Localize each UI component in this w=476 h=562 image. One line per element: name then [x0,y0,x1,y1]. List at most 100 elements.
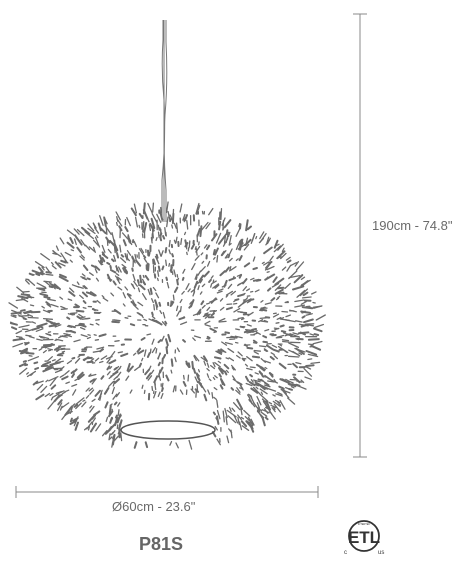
shade-spike [22,360,27,363]
shade-spike [223,363,230,370]
shade-spike [33,361,39,365]
shade-spike [114,414,122,424]
shade-spike [190,289,195,293]
shade-spike [179,305,182,313]
shade-spike [312,301,316,304]
shade-spike [116,216,119,222]
shade-spike [227,283,233,290]
shade-spike [89,422,97,433]
shade-spike [75,402,82,410]
shade-spike [99,254,104,264]
shade-spike [195,373,201,382]
shade-spike [82,356,90,361]
shade-spike [138,362,142,368]
shade-spike [207,389,211,395]
shade-spike [187,374,190,382]
shade-spike [10,315,17,319]
shade-spike [216,255,219,263]
shade-spike [206,306,211,312]
shade-spike [143,318,148,322]
shade-spike [268,401,273,405]
shade-spike [272,405,276,411]
shade-spike [260,366,266,371]
shade-spike [112,280,117,286]
shade-spike [159,227,163,235]
shade-spike [48,349,52,352]
shade-spike [255,235,258,240]
shade-spike [187,246,190,252]
shade-spike [129,323,136,327]
shade-spike [106,358,111,364]
shade-spike [281,266,287,271]
shade-spike [153,273,157,279]
shade-spike [120,352,129,357]
shade-spike [65,334,73,338]
shade-spike [151,338,155,345]
shade-spike [302,291,309,297]
shade-spike [305,350,318,356]
shade-spike [214,284,220,289]
shade-spike [146,352,151,358]
shade-spike [166,216,169,228]
shade-spike [17,314,28,320]
shade-spike [221,341,228,346]
shade-spike [295,383,300,386]
shade-spike [66,241,75,249]
shade-spike [149,348,152,354]
shade-spike [295,384,307,390]
shade-spike [246,300,251,304]
shade-spike [113,254,117,262]
shade-spike [193,354,200,362]
shade-spike [247,298,255,302]
shade-spike [172,294,175,301]
shade-spike [259,308,268,312]
shade-spike [292,285,305,291]
etl-c-letter: c [344,550,347,556]
shade-spike [280,330,287,333]
shade-spike [279,399,286,410]
shade-spike [232,302,238,305]
shade-spike [112,433,116,446]
shade-spike [214,361,221,368]
shade-spike [35,380,44,385]
shade-spike [162,353,167,359]
shade-spike [199,291,203,295]
shade-spike [60,259,67,264]
shade-spike [250,379,254,383]
shade-spike [252,256,256,262]
shade-spike [309,333,315,336]
shade-spike [171,224,174,229]
shade-spike [193,280,199,289]
shade-spike [266,387,277,392]
shade-spike [89,405,95,413]
shade-spike [92,222,97,230]
shade-spike [60,402,70,409]
shade-spike [23,310,33,315]
shade-spike [235,389,241,395]
shade-spike [59,405,63,411]
shade-spike [73,228,80,235]
shade-spike [36,383,44,391]
shade-spike [87,413,96,423]
shade-spike [149,287,153,295]
shade-spike [82,300,87,304]
shade-spike [49,361,61,366]
shade-spike [170,358,174,367]
shade-spike [228,277,237,282]
shade-spike [269,355,275,361]
shade-spike [210,297,217,304]
shade-spike [301,296,312,299]
shade-spike [37,266,44,273]
shade-spike [210,275,214,279]
shade-spike [198,312,202,315]
shade-spike [147,375,153,381]
shade-spike [298,323,309,327]
shade-spike [305,364,315,367]
shade-spike [84,231,94,240]
shade-spike [290,386,295,389]
shade-spike [138,248,144,255]
shade-spike [64,370,70,376]
shade-spike [218,234,227,245]
shade-spike [243,243,250,251]
shade-spike [288,380,294,384]
